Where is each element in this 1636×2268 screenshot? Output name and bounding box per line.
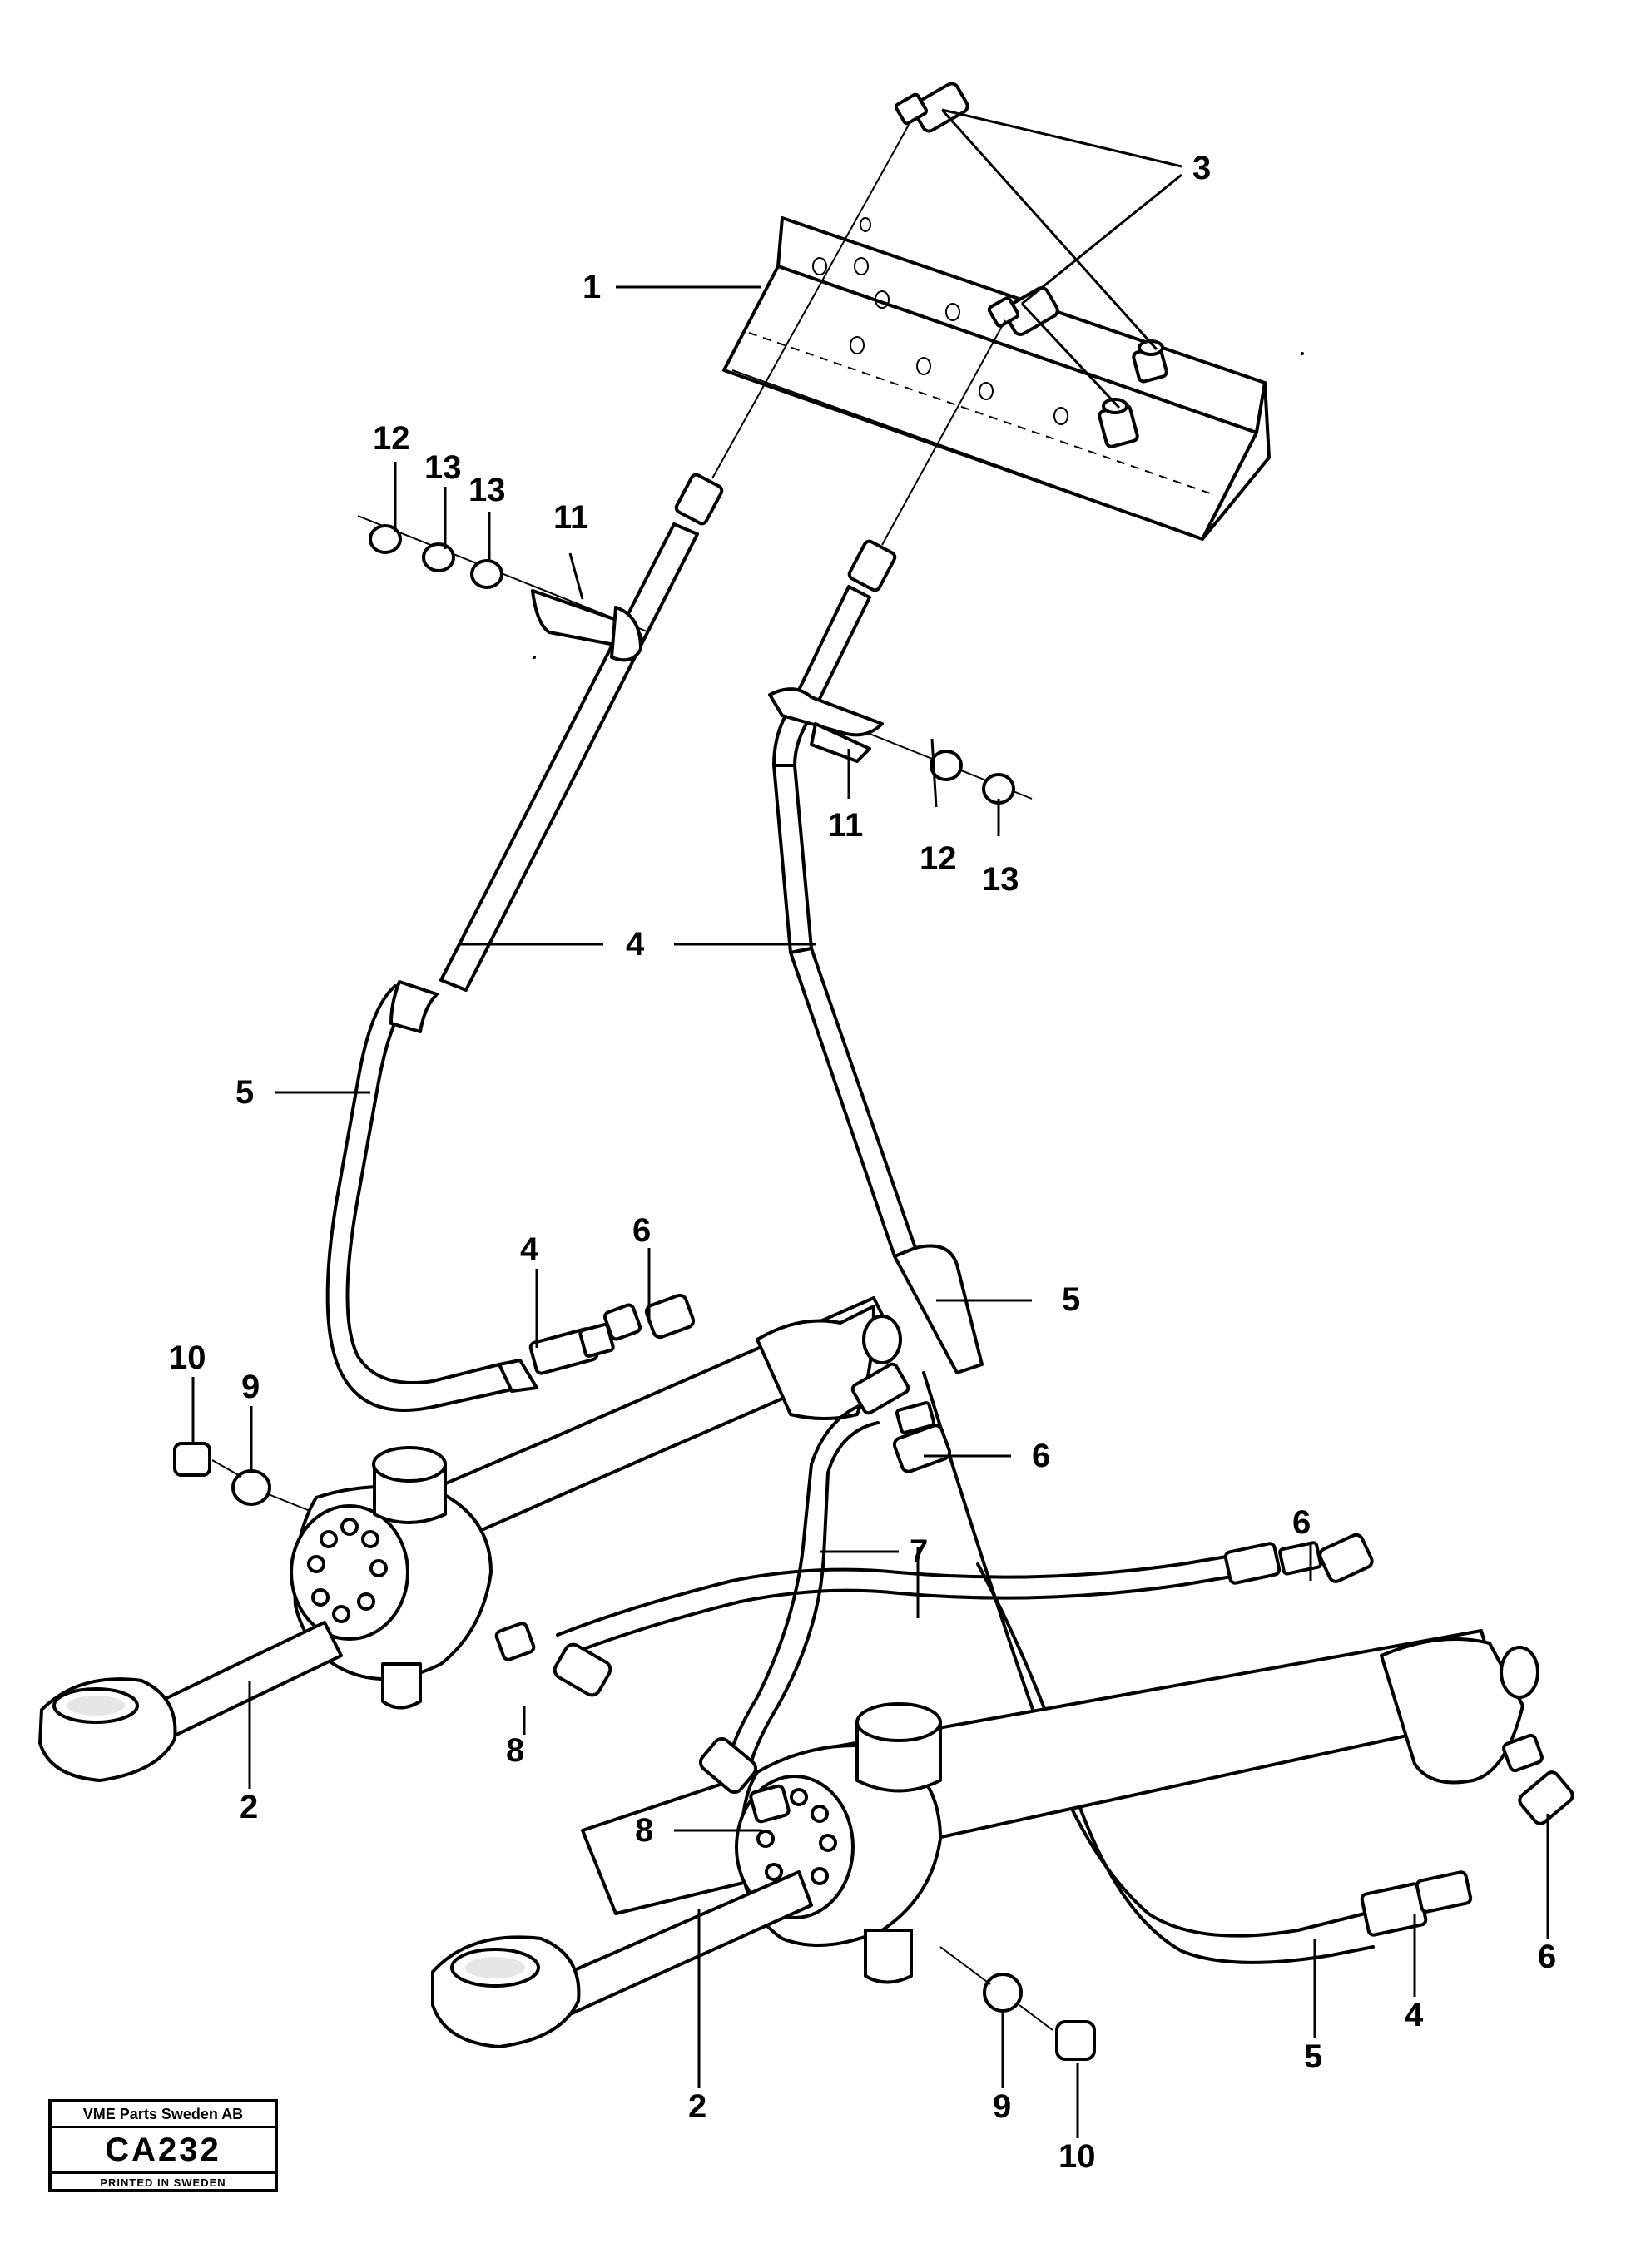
clamp-right [768,687,1033,805]
elbow-fitting-mid [987,285,1059,337]
callout-10-upper: 10 [169,1340,206,1376]
callout-12-right: 12 [920,840,957,877]
callout-6-upper: 6 [632,1212,651,1249]
callout-4-top: 4 [626,926,645,963]
callout-13-right: 13 [982,861,1019,898]
callout-9-lower: 9 [993,2088,1011,2125]
callout-9-upper: 9 [241,1369,260,1405]
hose-right [772,319,1473,1964]
elbow-fitting-top [894,82,969,133]
parts-catalog-badge: VME Parts Sweden AB CA232 PRINTED IN SWE… [48,2099,278,2192]
callout-5-right: 5 [1062,1281,1080,1318]
callout-5-left: 5 [235,1074,254,1111]
cross-tube-assembly [556,1362,1374,1774]
badge-company: VME Parts Sweden AB [52,2102,275,2128]
badge-code: CA232 [52,2128,275,2174]
callout-11-left: 11 [553,499,588,536]
cylinder-lower [431,1629,1539,2048]
callout-2-lower: 2 [688,2088,706,2125]
callout-8-upper: 8 [506,1732,524,1769]
callout-12-left: 12 [373,420,410,457]
callout-6-mid: 6 [1032,1438,1050,1474]
callout-7: 7 [910,1533,928,1570]
leader-lines [191,108,1549,2138]
clamp-left [357,515,650,662]
callout-10-lower: 10 [1058,2138,1096,2175]
badge-printed: PRINTED IN SWEDEN [100,2176,226,2189]
callout-8-lower: 8 [635,1812,653,1849]
callout-13-left-b: 13 [468,472,506,508]
callout-11-right: 11 [828,807,863,844]
callout-4-upper-cyl: 4 [520,1231,539,1268]
stray-dot [1301,352,1304,355]
stray-dot [533,656,536,659]
fittings [173,1293,1574,2061]
callout-3: 3 [1192,150,1211,186]
cylinder-upper [38,1296,902,1782]
callout-6-lower: 6 [1538,1939,1556,1975]
callout-4-lower: 4 [1405,1997,1424,2033]
callout-13-left-a: 13 [424,449,462,486]
callout-1: 1 [583,269,601,305]
callout-6-right: 6 [1292,1504,1311,1541]
callout-labels: 1 3 12 13 13 11 11 12 13 4 5 6 4 5 10 9 … [169,150,1556,2175]
callout-5-lower: 5 [1304,2038,1322,2075]
valve-block [722,216,1271,541]
callout-2-upper: 2 [240,1789,258,1825]
